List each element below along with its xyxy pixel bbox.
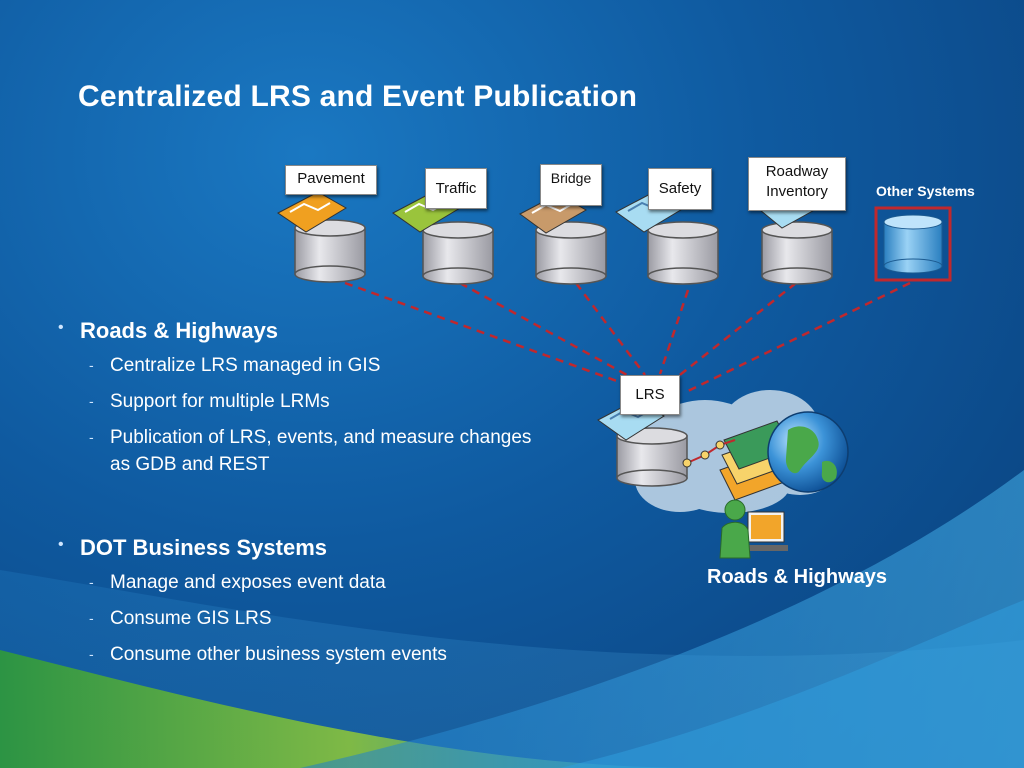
database-icon	[647, 221, 719, 285]
bullet-heading: DOT Business Systems	[58, 535, 558, 561]
map-layer-icon	[277, 191, 347, 233]
bullet-item: -Publication of LRS, events, and measure…	[58, 424, 550, 478]
source-label-pavement: Pavement	[285, 165, 377, 195]
dash-marker: -	[89, 646, 94, 662]
connector-bridge-lrs	[575, 282, 646, 376]
connector-other-lrs	[685, 281, 911, 394]
roads-highways-label: Roads & Highways	[707, 566, 888, 588]
database-icon	[883, 214, 943, 274]
dash-marker: -	[89, 357, 94, 373]
bullet-item: -Support for multiple LRMs	[58, 388, 558, 415]
bullet-list: Roads & Highways -Centralize LRS managed…	[58, 318, 558, 677]
spacer	[58, 487, 558, 535]
bullet-item-text: Centralize LRS managed in GIS	[110, 355, 381, 376]
dash-marker: -	[89, 429, 94, 445]
bullet-item: -Consume other business system events	[58, 641, 558, 668]
connector-safety-lrs	[658, 289, 690, 375]
bullet-item: -Manage and exposes event data	[58, 569, 558, 596]
dash-marker: -	[89, 610, 94, 626]
bullet-item-text: Publication of LRS, events, and measure …	[110, 427, 532, 475]
database-icon	[761, 221, 833, 285]
bullet-item-text: Support for multiple LRMs	[110, 391, 330, 412]
bullet-item: -Consume GIS LRS	[58, 605, 558, 632]
connector-inventory-lrs	[675, 282, 797, 379]
user-at-computer-icon	[719, 499, 788, 559]
bullet-heading: Roads & Highways	[58, 318, 558, 344]
bullet-item-text: Consume other business system events	[110, 644, 447, 665]
source-label-safety: Safety	[648, 168, 712, 210]
other-systems-label: Other Systems	[876, 183, 975, 199]
dash-marker: -	[89, 574, 94, 590]
database-icon	[422, 221, 494, 285]
database-icon	[294, 219, 366, 283]
globe-icon	[767, 411, 849, 493]
source-label-bridge: Bridge	[540, 164, 602, 206]
database-icon	[616, 427, 688, 487]
bullet-item-text: Manage and exposes event data	[110, 572, 386, 593]
page-title: Centralized LRS and Event Publication	[78, 80, 638, 113]
source-label-traffic: Traffic	[425, 168, 487, 209]
dash-marker: -	[89, 393, 94, 409]
other-systems-box	[874, 206, 952, 282]
source-label-roadway-inventory: Roadway Inventory	[748, 157, 846, 211]
database-icon	[535, 221, 607, 285]
bullet-item: -Centralize LRS managed in GIS	[58, 352, 558, 379]
lrs-label: LRS	[620, 375, 680, 415]
bullet-item-text: Consume GIS LRS	[110, 608, 272, 629]
